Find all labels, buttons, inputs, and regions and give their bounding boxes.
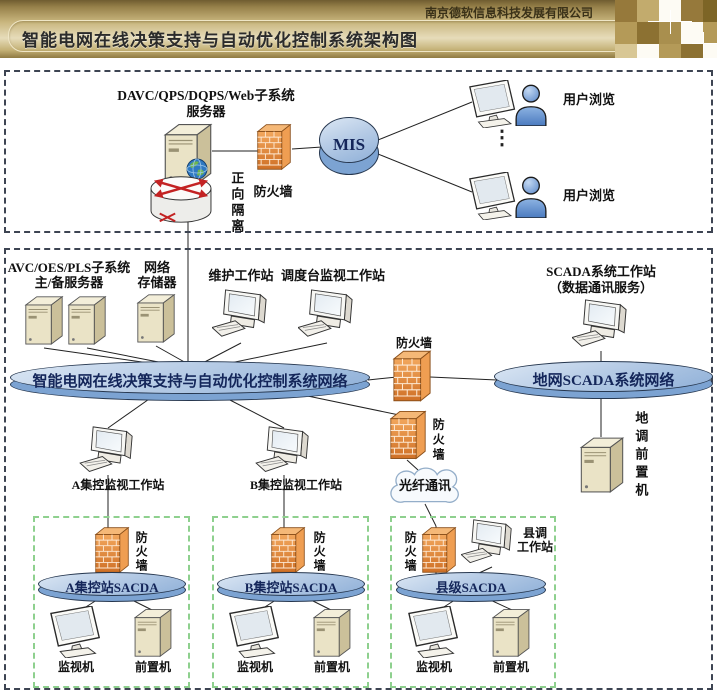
firewall-label: 防火墙 xyxy=(253,184,293,199)
firewall-icon xyxy=(94,523,130,577)
station-a-frame xyxy=(33,516,190,688)
dd-front-machine-label: 地调前置机 xyxy=(633,411,649,501)
station-a-network-label: A集控站SACDA xyxy=(65,580,159,595)
station-county-front-label: 前置机 xyxy=(492,660,529,674)
avc-servers-label-line1: AVC/OES/PLS子系统 xyxy=(7,260,131,275)
avc-servers-label-line2: 主/备服务器 xyxy=(34,275,104,290)
station-b-frame xyxy=(212,516,369,688)
mis-label: MIS xyxy=(332,135,366,154)
isolation-label: 正向隔离 xyxy=(229,171,245,235)
station-a-network-disk-icon: A集控站SACDA xyxy=(38,572,186,602)
station-b-firewall-label: 防火墙 xyxy=(312,531,327,573)
desktop-workstation-icon xyxy=(298,288,356,342)
page-title: 智能电网在线决策支持与自动优化控制系统架构图 xyxy=(22,31,418,50)
storage-label-line2: 存储器 xyxy=(137,275,177,290)
tower-server-icon xyxy=(490,606,532,658)
desktop-workstation-icon xyxy=(572,298,630,352)
tower-server-icon xyxy=(132,606,174,658)
county-ws-label-line1: 县调 xyxy=(522,526,547,540)
firewall-bridge-label: 防火墙 xyxy=(395,336,432,350)
tower-server-icon xyxy=(579,434,625,494)
tower-server-icon xyxy=(67,292,107,347)
tower-server-icon xyxy=(24,292,64,347)
flat-monitor-icon xyxy=(404,606,464,658)
desktop-workstation-icon xyxy=(461,518,515,568)
firewall-down-label: 防火墙 xyxy=(431,417,446,463)
station-county-monitor-label: 监视机 xyxy=(415,660,452,674)
station-b-network-label: B集控站SACDA xyxy=(244,580,338,595)
tower-server-icon xyxy=(136,290,176,345)
user-browse-label-2: 用户浏览 xyxy=(562,188,615,203)
flat-monitor-icon xyxy=(466,172,520,220)
station-b-front-label: 前置机 xyxy=(313,660,350,674)
person-icon xyxy=(514,176,548,218)
company-name: 南京德软信息科技发展有限公司 xyxy=(424,6,593,20)
firewall-icon xyxy=(256,116,292,178)
desktop-workstation-icon xyxy=(255,425,313,477)
scada-ws-label-line1: SCADA系统工作站 xyxy=(546,264,656,279)
user-browse-label-1: 用户浏览 xyxy=(562,92,615,107)
maintenance-ws-label: 维护工作站 xyxy=(208,268,274,283)
firewall-icon xyxy=(392,348,432,404)
dispatch-ws-label: 调度台监视工作站 xyxy=(280,268,385,283)
station-county-frame xyxy=(390,516,556,688)
county-ws-label-line2: 工作站 xyxy=(516,540,553,554)
station-a-front-label: 前置机 xyxy=(134,660,171,674)
storage-label-line1: 网络 xyxy=(143,260,170,275)
flat-monitor-icon xyxy=(46,606,106,658)
station-a-firewall-label: 防火墙 xyxy=(134,531,149,573)
station-b-network-disk-icon: B集控站SACDA xyxy=(217,572,365,602)
scada-ws-label-line2: （数据通讯服务） xyxy=(548,280,653,295)
station-county-network-disk-icon: 县级SACDA xyxy=(396,572,546,602)
station-county-network-label: 县级SACDA xyxy=(435,580,507,595)
flat-monitor-icon xyxy=(225,606,285,658)
header-banner: 南京德软信息科技发展有限公司 智能电网在线决策支持与自动优化控制系统架构图 xyxy=(0,0,717,58)
ws-a-label: A集控监视工作站 xyxy=(71,478,165,492)
flat-monitor-icon xyxy=(466,80,520,128)
ws-b-label: B集控监视工作站 xyxy=(249,478,342,492)
person-icon xyxy=(514,84,548,126)
desktop-workstation-icon xyxy=(212,288,270,342)
isolation-router-icon xyxy=(146,170,216,228)
station-a-monitor-label: 监视机 xyxy=(57,660,94,674)
main-network-disk-icon: 智能电网在线决策支持与自动优化控制系统网络 xyxy=(10,361,370,401)
desktop-workstation-icon xyxy=(79,425,137,477)
fiber-cloud-label: 光纤通讯 xyxy=(398,478,451,493)
main-section-frame xyxy=(4,248,713,690)
web-server-label-line2: 服务器 xyxy=(186,104,226,119)
tower-server-icon xyxy=(311,606,353,658)
firewall-icon xyxy=(389,408,427,462)
station-county-firewall-label: 防火墙 xyxy=(403,531,418,573)
more-users-dots: ⋮ xyxy=(492,127,512,149)
firewall-icon xyxy=(270,523,306,577)
firewall-icon xyxy=(421,523,457,577)
top-section-frame xyxy=(4,70,713,233)
main-network-label: 智能电网在线决策支持与自动优化控制系统网络 xyxy=(32,374,348,390)
web-server-label-line1: DAVC/QPS/DQPS/Web子系统 xyxy=(117,88,295,103)
mis-disk-icon: MIS xyxy=(319,117,379,175)
right-network-label: 地网SCADA系统网络 xyxy=(532,373,675,389)
right-network-disk-icon: 地网SCADA系统网络 xyxy=(494,361,713,399)
station-b-monitor-label: 监视机 xyxy=(236,660,273,674)
